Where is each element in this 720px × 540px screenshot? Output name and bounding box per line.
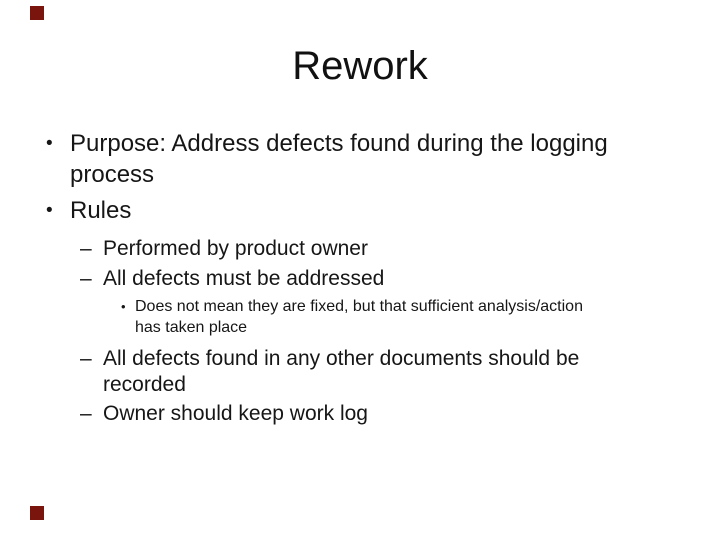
bullet-text: All defects found in any other documents… [103,347,580,396]
bullet-rules: • Rules [46,195,680,226]
bullet-icon: • [46,133,53,154]
bullet-text: Performed by product owner [103,237,368,260]
bullet-text: Rules [70,197,132,224]
sub-bullet-owner-work-log: – Owner should keep work log [80,401,663,427]
bullet-icon: • [46,200,53,221]
bullet-icon: • [121,299,126,314]
bullet-purpose: • Purpose: Address defects found during … [46,128,680,190]
bullet-text: All defects must be addressed [103,267,385,290]
sub-bullet-performed-by-owner: – Performed by product owner [80,236,663,262]
dash-icon: – [80,267,92,290]
sub-bullet-defects-addressed: – All defects must be addressed [80,266,663,292]
sub-sub-bullet-sufficient-analysis: • Does not mean they are fixed, but that… [121,296,680,338]
slide-title: Rework [292,44,428,88]
bullet-text: Does not mean they are fixed, but that s… [135,298,583,336]
slide-decor-square-bottom-left [30,506,44,520]
dash-icon: – [80,237,92,260]
bullet-text: Owner should keep work log [103,402,368,425]
bullet-text: Purpose: Address defects found during th… [70,130,608,188]
sub-bullet-defects-recorded: – All defects found in any other documen… [80,346,663,398]
dash-icon: – [80,347,92,370]
dash-icon: – [80,402,92,425]
slide-decor-square-top-left [30,6,44,20]
